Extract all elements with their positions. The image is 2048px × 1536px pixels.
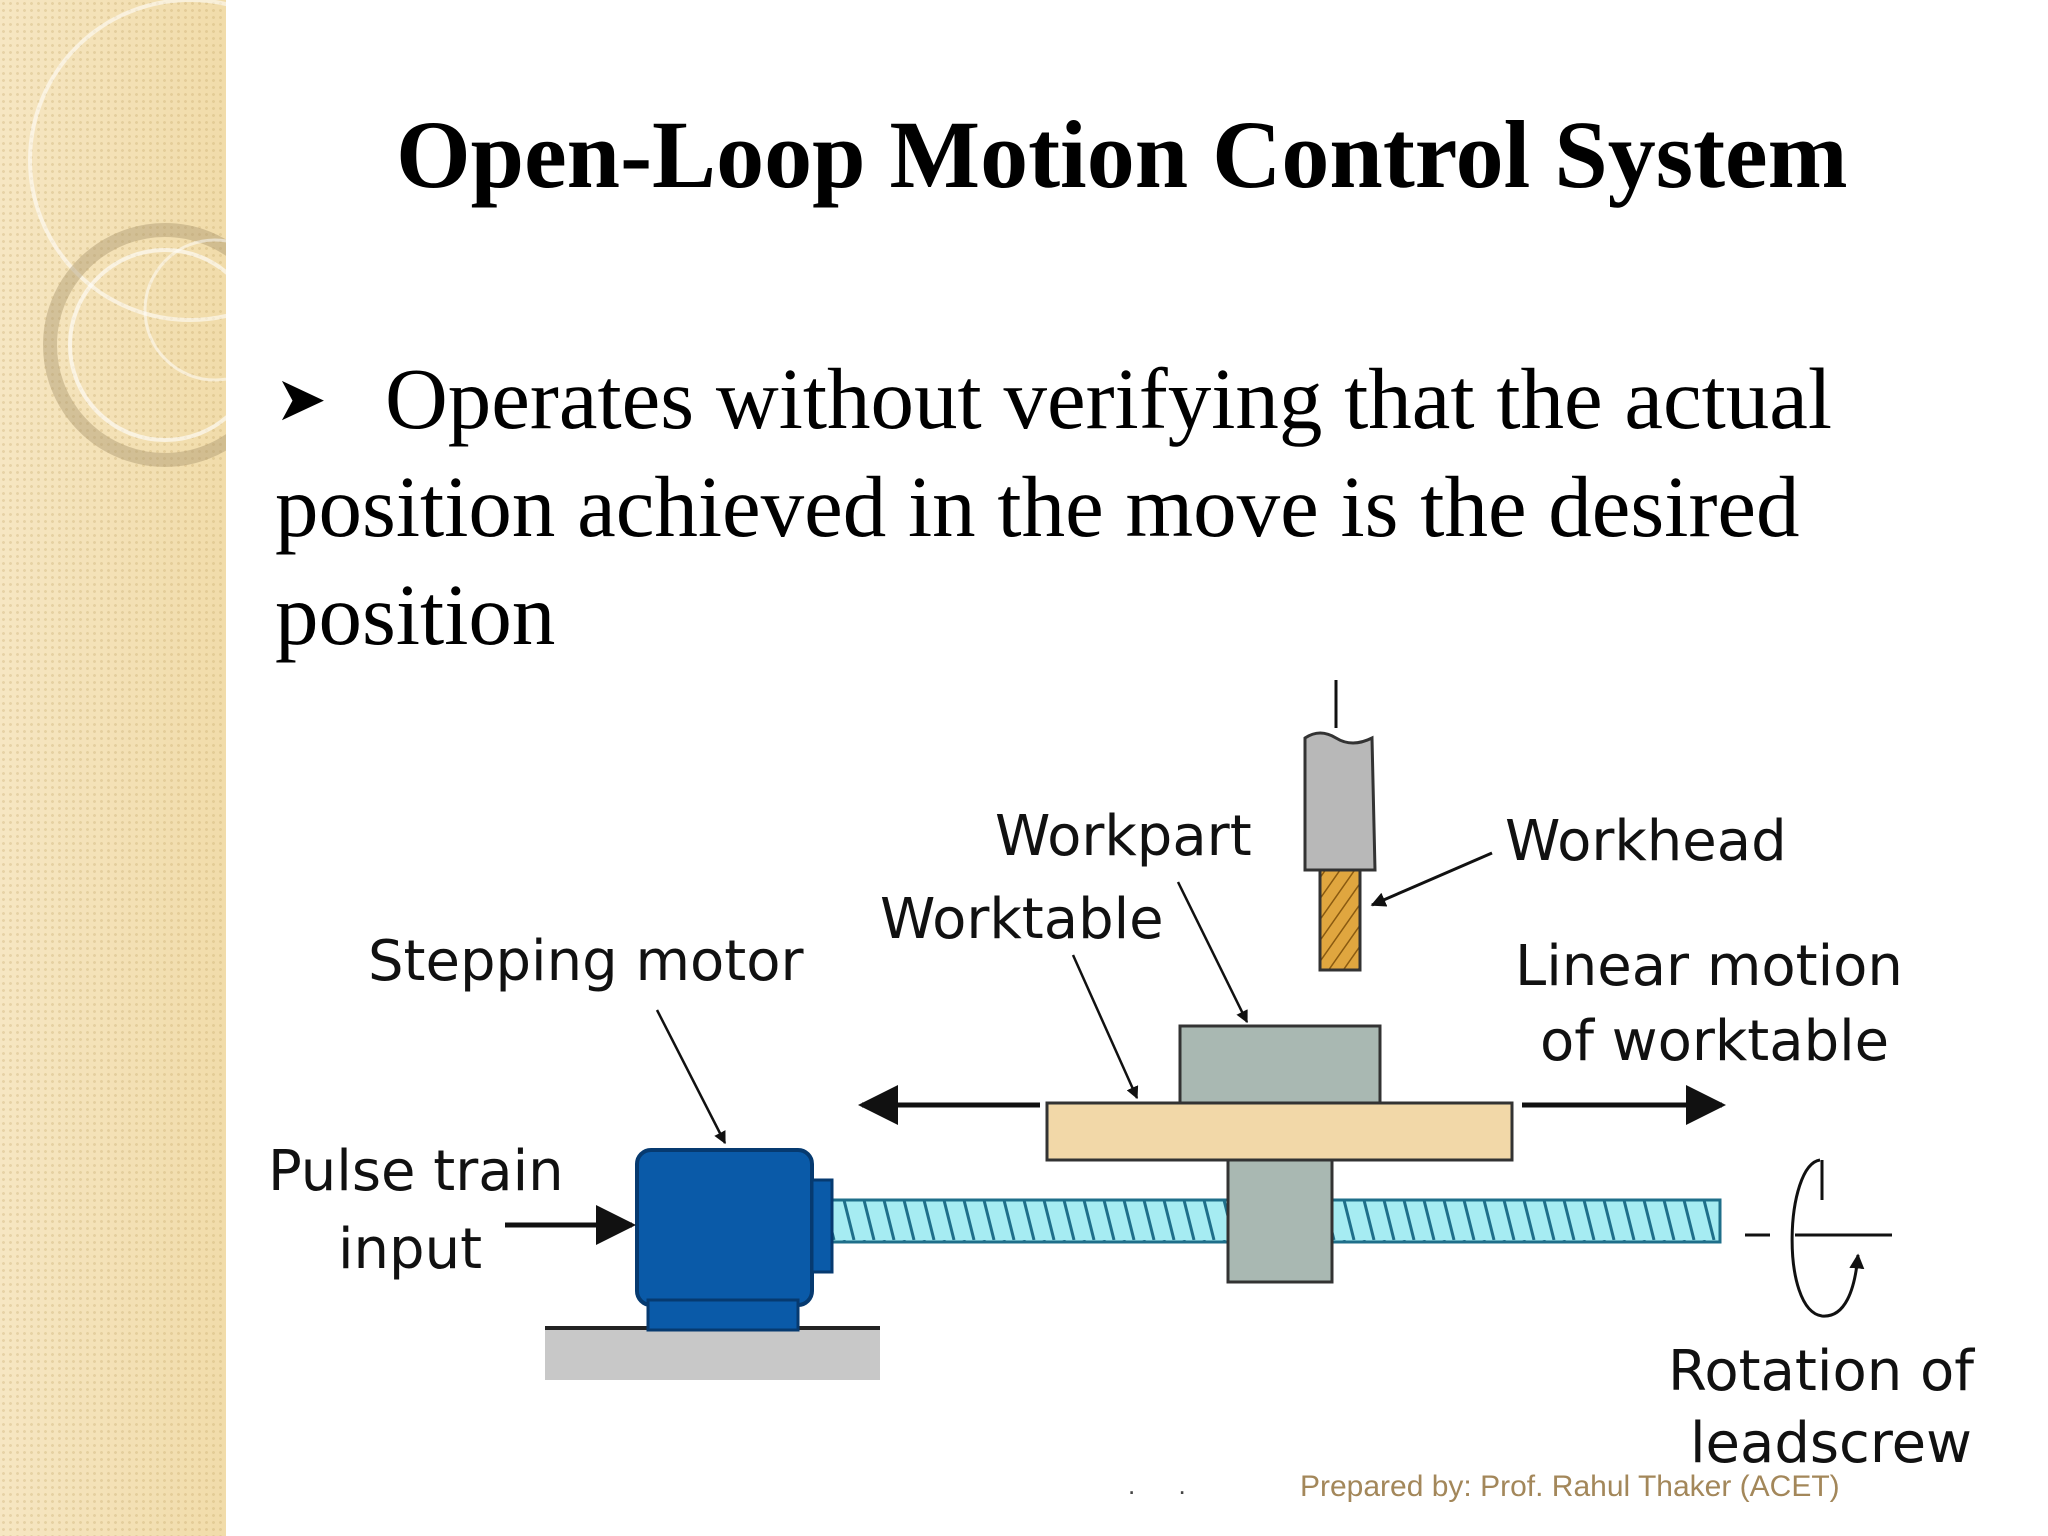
label-workpart: Workpart xyxy=(995,804,1252,869)
label-stepping-motor: Stepping motor xyxy=(368,929,804,994)
motor-base xyxy=(545,1328,880,1380)
label-rotation-1: Rotation of xyxy=(1668,1339,1975,1404)
stepping-motor xyxy=(635,1148,834,1332)
worktable-leader xyxy=(1071,954,1139,1100)
bullet-point: ➤Operates without verifying that the act… xyxy=(275,345,1975,669)
footer-credit: Prepared by: Prof. Rahul Thaker (ACET) xyxy=(1300,1470,1840,1503)
label-workhead: Workhead xyxy=(1505,809,1787,874)
arrowhead-bullet-icon: ➤ xyxy=(275,362,327,435)
workpart xyxy=(1178,1024,1382,1105)
decorative-sidebar xyxy=(0,0,226,1536)
workhead-leader xyxy=(1370,851,1493,907)
leadscrew-nut xyxy=(1226,1158,1334,1284)
label-worktable: Worktable xyxy=(880,887,1164,952)
label-linear-motion-2: of worktable xyxy=(1540,1009,1889,1074)
decorative-circles xyxy=(28,0,226,467)
footer-dots: . . xyxy=(1128,1470,1204,1500)
bullet-text: Operates without verifying that the actu… xyxy=(275,350,1833,663)
label-pulse-train-2: input xyxy=(338,1217,482,1282)
workhead xyxy=(1303,680,1377,972)
workpart-leader xyxy=(1176,881,1249,1024)
label-linear-motion-1: Linear motion xyxy=(1515,934,1903,999)
label-pulse-train-1: Pulse train xyxy=(268,1139,564,1204)
worktable xyxy=(1045,1101,1514,1162)
label-rotation-2: leadscrew xyxy=(1690,1411,1972,1476)
stepping-motor-leader xyxy=(655,1009,727,1145)
rotation-symbol xyxy=(1745,1158,1892,1318)
slide-title: Open-Loop Motion Control System xyxy=(396,101,1848,208)
